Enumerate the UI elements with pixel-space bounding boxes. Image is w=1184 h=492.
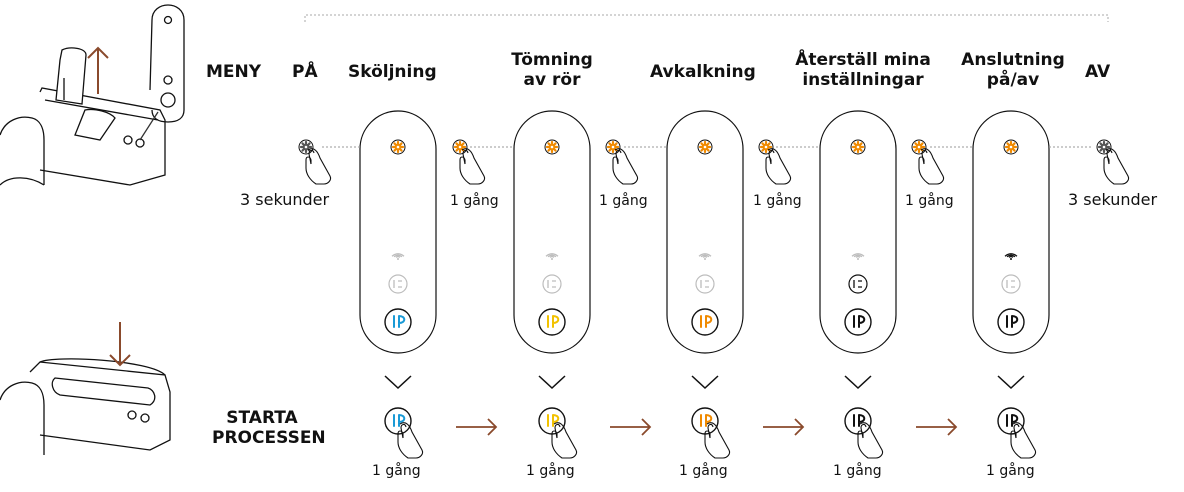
machine-lid-closed-illustration [0,358,171,455]
mode-title-rinse: Sköljning [348,62,437,82]
gear-icon [851,140,865,154]
wifi-icon [391,253,405,260]
off-label: AV [1085,62,1111,82]
press-once-4: 1 gång [905,193,954,209]
gear-press-5 [911,139,945,185]
press-once-1: 1 gång [450,193,499,209]
finger-press-icon [612,148,639,185]
gear-icon [545,140,559,154]
gear-icon [1097,140,1111,154]
machine-lid-up-illustration [0,4,185,186]
gear-button-outline [850,139,866,155]
chevron-down-icon [691,375,719,390]
chevron-down-icon [538,375,566,390]
finger-press-icon [704,422,731,459]
mode-panel-1 [359,110,437,459]
descale-icon [388,274,408,294]
start-press-once-3: 1 gång [679,463,728,479]
gear-press-2 [452,139,486,185]
descale-icon [695,274,715,294]
descale-icon [542,274,562,294]
descale-icon [848,274,868,294]
close-arrow-down [109,322,131,367]
hold-3s-off: 3 sekunder [1068,190,1158,209]
on-label: PÅ [292,62,318,82]
chevron-down-icon [844,375,872,390]
mode-panel-5 [972,110,1050,459]
chevron-down-icon [384,375,412,390]
start-press-once-1: 1 gång [372,463,421,479]
gear-icon [759,140,773,154]
wifi-icon [698,253,712,260]
wifi-icon [1004,253,1018,260]
mode-panel-4 [819,110,897,459]
finger-press-icon [551,422,578,459]
gear-press-6 [1096,139,1130,185]
gear-button-outline [544,139,560,155]
finger-press-icon [397,422,424,459]
sequence-arrow-1 [456,418,498,436]
gear-icon [1004,140,1018,154]
sequence-arrow-3 [763,418,805,436]
panel-outline [666,110,744,354]
press-once-2: 1 gång [599,193,648,209]
hold-3s-on: 3 sekunder [240,190,330,209]
panel-outline [972,110,1050,354]
finger-press-icon [857,422,884,459]
wifi-icon [545,253,559,260]
gear-icon [453,140,467,154]
start-press-once-4: 1 gång [833,463,882,479]
gear-press-3 [605,139,639,185]
panel-outline [513,110,591,354]
mode-sequence [298,110,1130,459]
start-press-once-5: 1 gång [986,463,1035,479]
gear-button-outline [1003,139,1019,155]
menu-label: MENY [206,62,262,82]
mode-panel-3 [666,110,744,459]
chevron-down-icon [997,375,1025,390]
gear-icon [299,140,313,154]
gear-button-outline [390,139,406,155]
top-bracket [304,14,1109,22]
start-press-once-2: 1 gång [526,463,575,479]
gear-icon [912,140,926,154]
wifi-icon [851,253,865,260]
gear-icon [606,140,620,154]
panel-outline [819,110,897,354]
panel-outline [359,110,437,354]
sequence-arrow-2 [610,418,652,436]
finger-press-icon [1010,422,1037,459]
lift-arrow-up [87,46,109,94]
gear-press-4 [758,139,792,185]
descale-icon [1001,274,1021,294]
mode-panel-2 [513,110,591,459]
gear-press-1 [298,139,332,185]
finger-press-icon [305,148,332,185]
gear-icon [391,140,405,154]
sequence-arrow-4 [916,418,958,436]
finger-press-icon [918,148,945,185]
mode-title-descale: Avkalkning [650,62,756,82]
press-once-3: 1 gång [753,193,802,209]
finger-press-icon [459,148,486,185]
gear-button-outline [697,139,713,155]
finger-press-icon [1103,148,1130,185]
finger-press-icon [765,148,792,185]
gear-icon [698,140,712,154]
